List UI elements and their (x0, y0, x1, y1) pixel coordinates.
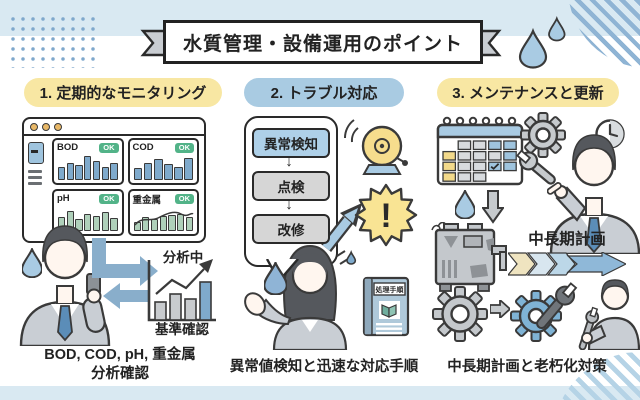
water-drop-icon (22, 248, 42, 278)
alert-arrow-icon (320, 203, 362, 253)
status-badge: OK (99, 193, 119, 204)
panel-ph: pH OK (52, 189, 124, 236)
mini-bar-chart (57, 206, 119, 231)
chart-panels-grid: BOD OK COD OK pH OK 重金属 OK (52, 138, 199, 236)
panel-label: BOD (57, 142, 79, 153)
window-titlebar (24, 119, 204, 136)
column3-caption: 中長期計画と老朽化対策 (447, 359, 607, 375)
down-arrow-icon: ↓ (285, 196, 293, 213)
alert-starburst-icon: ! (354, 183, 418, 247)
flow-arrow-down-right (92, 238, 158, 286)
right-arrow-icon (490, 300, 510, 318)
status-badge: OK (174, 142, 194, 153)
down-arrow-icon (482, 190, 504, 224)
column2-caption: 異常値検知と迅速な対応手順 (229, 359, 419, 375)
caption-line: BOD, COD, pH, 重金属 (44, 347, 196, 363)
panel-label: pH (57, 193, 70, 204)
window-dot-icon (30, 122, 38, 131)
flow-step-inspect: 点検 (252, 171, 330, 201)
calendar-rings (442, 116, 517, 126)
water-drops-icon (518, 16, 566, 69)
calendar-cells (442, 140, 517, 182)
column-header-trouble: 2. トラブル対応 (244, 78, 404, 107)
repair-worker-illustration (578, 279, 640, 350)
window-dot-icon (42, 122, 50, 131)
panel-bod: BOD OK (52, 138, 124, 185)
monitoring-worker-illustration (19, 225, 111, 346)
gear-icon (520, 112, 566, 158)
flow-step-detect: 異常検知 (252, 128, 330, 158)
window-sidebar (24, 136, 48, 241)
mini-bar-chart (133, 206, 195, 231)
mini-bar-chart (133, 155, 195, 180)
sidebar-menu-line (28, 182, 42, 185)
maintenance-planner-illustration (547, 134, 640, 254)
column1-caption: BOD, COD, pH, 重金属 分析確認 (10, 346, 230, 383)
panel-label: 重金属 (132, 194, 162, 206)
status-badge: OK (174, 193, 194, 204)
panel-label: COD (132, 142, 154, 153)
sidebar-active-item (28, 142, 44, 164)
analysis-label: 分析中 (162, 250, 204, 265)
mini-bar-chart (57, 155, 119, 180)
plan-timeline-arrow (508, 252, 626, 276)
midlong-plan-label: 中長期計画 (528, 231, 606, 248)
monitoring-dashboard-window: BOD OK COD OK pH OK 重金属 OK (22, 117, 206, 243)
flow-step-repair: 改修 (252, 214, 330, 244)
trouble-response-worker-illustration (244, 244, 348, 350)
renewed-gear-with-wrench (510, 282, 578, 342)
standard-check-label: 基準確認 (155, 322, 209, 337)
panel-cod: COD OK (127, 138, 199, 185)
sweat-drop-icon (336, 250, 357, 265)
water-drop-icon (455, 190, 475, 219)
flow-arrow-left (103, 283, 149, 309)
window-dot-icon (54, 122, 62, 131)
wrench-icon (516, 149, 556, 185)
aging-equipment-illustration (431, 222, 507, 292)
water-drop-icon (264, 262, 287, 295)
status-badge: OK (99, 142, 119, 153)
panel-heavy-metal: 重金属 OK (127, 189, 199, 236)
page-title: 水質管理・設備運用のポイント (163, 20, 483, 64)
dot-grid-decoration (8, 14, 100, 68)
down-arrow-icon: ↓ (285, 153, 293, 170)
column-header-maintenance: 3. メンテナンスと更新 (437, 78, 619, 107)
alarm-bell-icon (343, 119, 408, 175)
procedure-manual-book: 処理手順 (362, 276, 410, 337)
sidebar-menu-line (28, 170, 42, 173)
bottom-band (0, 386, 640, 400)
caption-line: 分析確認 (91, 365, 149, 382)
column-header-monitoring: 1. 定期的なモニタリング (24, 78, 222, 107)
sidebar-menu-line (28, 176, 42, 179)
exclamation-mark: ! (380, 197, 391, 235)
manual-title: 処理手順 (375, 285, 405, 294)
analysis-chart (147, 259, 216, 322)
old-gear-icon (432, 286, 488, 342)
